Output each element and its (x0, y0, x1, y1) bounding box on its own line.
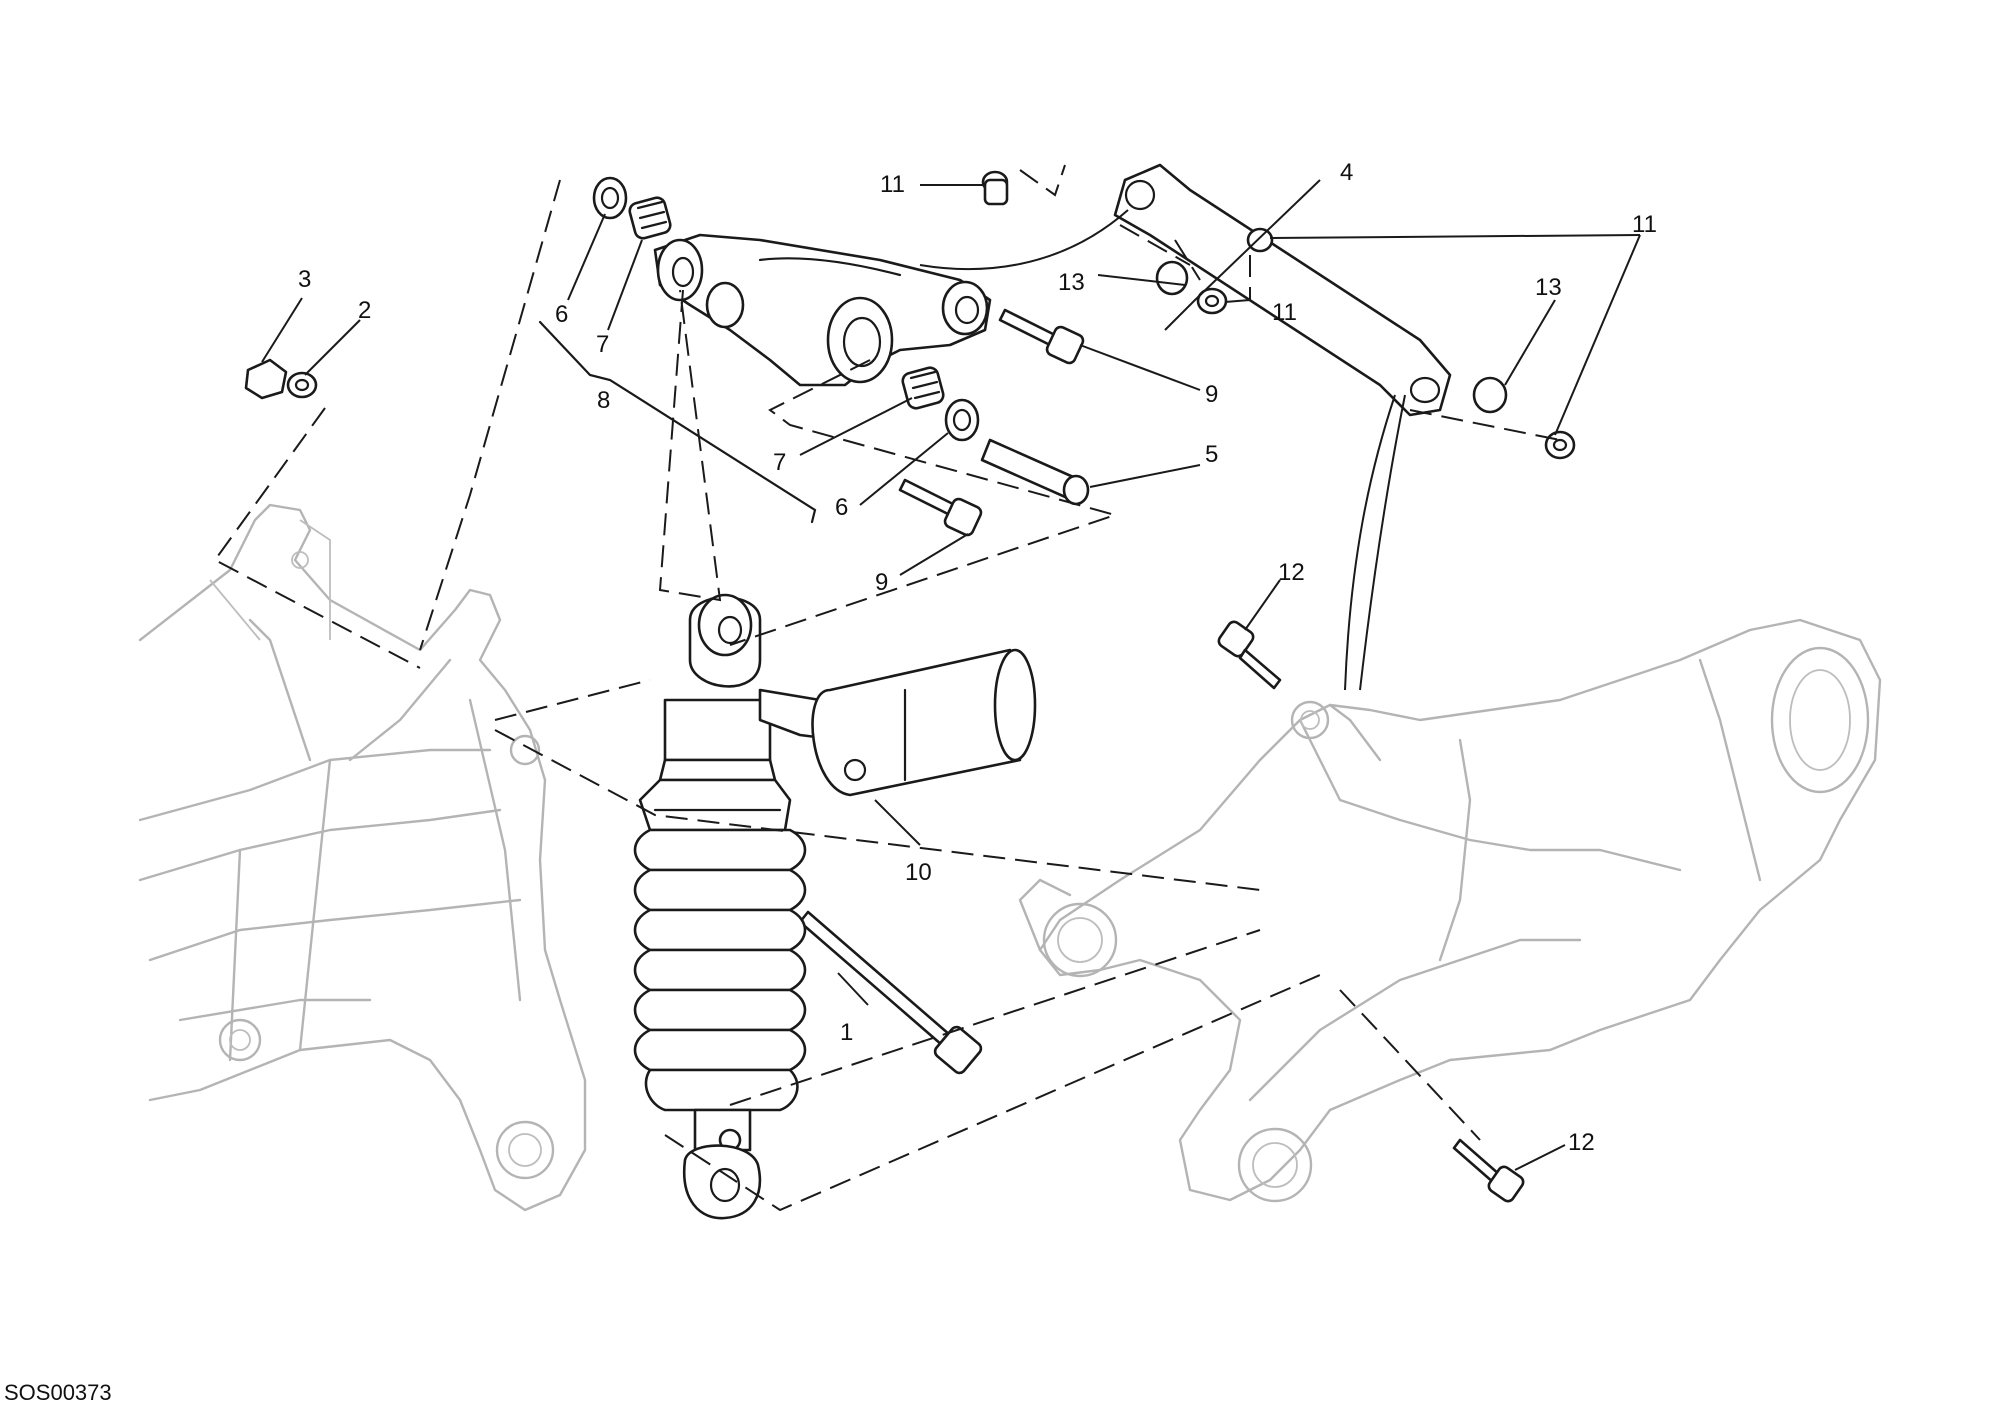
callout-3: 3 (298, 266, 311, 293)
bush-top (981, 170, 1009, 206)
callout-4: 4 (1340, 159, 1353, 186)
callout-9a: 9 (1205, 381, 1218, 408)
needle-bearing-lower (901, 366, 945, 410)
spacer-mid (1155, 260, 1189, 296)
callout-6b: 6 (835, 494, 848, 521)
bolt-swingarm-top (1217, 620, 1282, 690)
frame-outline-left (138, 503, 587, 1212)
washer-2 (286, 371, 318, 399)
bracket-8 (538, 320, 817, 524)
callout-12a: 12 (1278, 559, 1305, 586)
callout-11b: 11 (1272, 299, 1297, 326)
callout-11a: 11 (880, 171, 905, 198)
callout-7a: 7 (596, 331, 609, 358)
callout-7b: 7 (773, 449, 786, 476)
shock-absorber (633, 593, 1037, 1220)
callout-8: 8 (597, 387, 610, 414)
callout-13a: 13 (1058, 269, 1085, 296)
bolt-lower (898, 478, 983, 537)
callout-2: 2 (358, 297, 371, 324)
bolt-swingarm-bottom (1452, 1138, 1525, 1203)
seal-ring-upper (592, 176, 628, 220)
needle-bearing-upper (628, 196, 672, 240)
long-bolt-shock (798, 910, 983, 1075)
callout-11c: 11 (1632, 211, 1657, 238)
bush-right-bottom (1544, 430, 1576, 460)
callout-9b: 9 (875, 569, 888, 596)
bush-mid (1196, 287, 1228, 315)
spacer-right (1472, 376, 1508, 414)
bush-right-top (1246, 227, 1274, 253)
callout-leaders (261, 179, 1641, 1171)
callout-13b: 13 (1535, 274, 1562, 301)
callout-12b: 12 (1568, 1129, 1595, 1156)
callout-5: 5 (1205, 441, 1218, 468)
seal-ring-lower (944, 398, 980, 442)
callout-labels: 1 2 3 4 5 6 6 7 7 8 9 9 10 11 11 11 12 1… (298, 159, 1657, 1156)
drawing-code: SOS00373 (4, 1380, 112, 1405)
callout-1: 1 (840, 1019, 853, 1046)
nut-3 (244, 358, 288, 400)
rocker-arm (653, 233, 992, 387)
assembly-lines (213, 164, 1561, 1212)
swingarm-outline (1018, 618, 1882, 1203)
tie-rod (1113, 163, 1452, 417)
callout-10: 10 (905, 859, 932, 886)
callout-6a: 6 (555, 301, 568, 328)
rocker-spindle (980, 438, 1090, 506)
bolt-upper (998, 308, 1085, 365)
